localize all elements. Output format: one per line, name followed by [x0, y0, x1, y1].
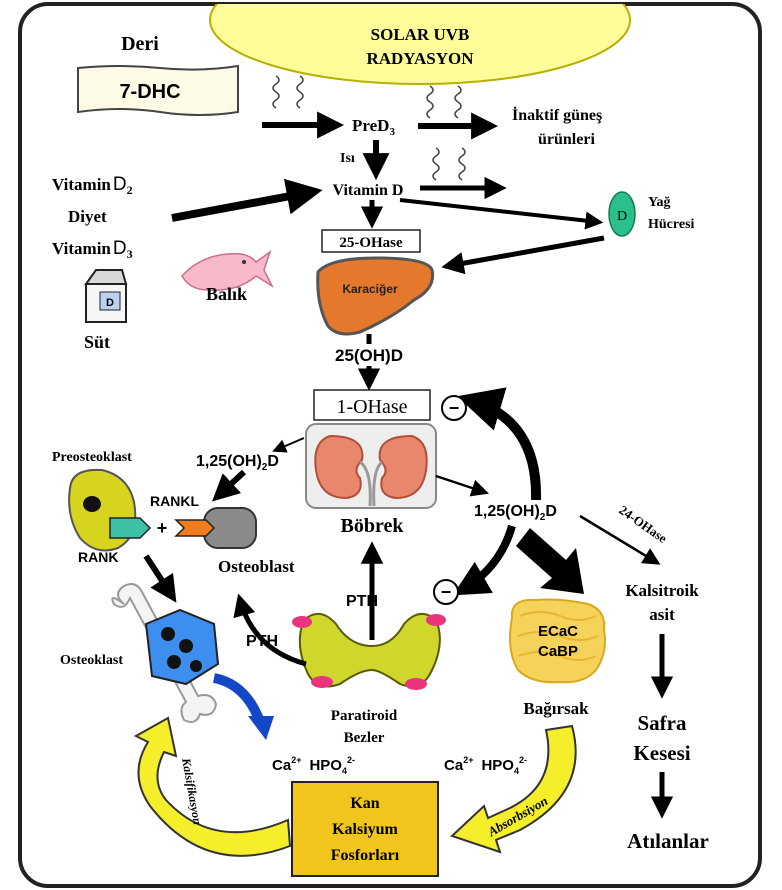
- inactive-products-line2: ürünleri: [538, 131, 595, 148]
- diet-label: Diyet: [68, 207, 107, 226]
- milk-carton-icon: D: [86, 270, 126, 322]
- intestine-icon: [510, 600, 605, 683]
- excreted-label: Atılanlar: [627, 829, 709, 853]
- sun-label-line2: RADYASYON: [366, 49, 474, 68]
- blood-label-line3: Fosforları: [331, 847, 400, 864]
- intestine-label: Bağırsak: [523, 699, 589, 718]
- intestine-protein-line2: CaBP: [538, 643, 578, 660]
- gall-bladder-line1: Safra: [638, 711, 687, 735]
- fat-cell-label-line2: Hücresi: [648, 217, 695, 232]
- inactive-products-line1: İnaktif güneş: [512, 105, 602, 124]
- heat-label: Isı: [340, 151, 355, 166]
- kidney-icon: [306, 424, 436, 508]
- intestine-protein-line1: ECaC: [538, 623, 578, 640]
- skin-compound-7dhc: 7-DHC: [119, 81, 180, 103]
- preosteoclast-label: Preosteoklast: [52, 450, 132, 465]
- fat-cell-label-line1: Yağ: [648, 195, 671, 210]
- milk-label: Süt: [84, 332, 110, 352]
- osteoblast-label: Osteoblast: [218, 557, 295, 576]
- fish-label: Balık: [206, 284, 247, 304]
- sun-label-line1: SOLAR UVB: [371, 25, 470, 44]
- calcitroic-acid-line2: asit: [649, 605, 675, 624]
- skin-title: Deri: [121, 33, 159, 55]
- rank-label: RANK: [78, 549, 118, 565]
- fat-cell-letter: D: [617, 209, 627, 224]
- pth-left-label: PTH: [246, 633, 278, 650]
- osteoclast-nucleus-2: [179, 639, 193, 653]
- svg-text:D: D: [106, 297, 114, 309]
- ohd25-label: 25(OH)D: [335, 346, 403, 365]
- vitamin-d-label: Vitamin D: [333, 182, 404, 199]
- inhibit-symbol-parathyroid: −: [441, 582, 452, 602]
- osteoclast-label: Osteoklast: [60, 653, 123, 668]
- blood-label-line2: Kalsiyum: [332, 821, 398, 838]
- rankl-label: RANKL: [150, 493, 199, 509]
- osteoclast-nucleus-1: [161, 627, 175, 641]
- pth-up-label: PTH: [346, 593, 378, 610]
- pred3-label: PreD3: [352, 116, 395, 138]
- kidney-label: Böbrek: [341, 515, 405, 537]
- inhibit-symbol-ohase: −: [449, 398, 460, 418]
- gall-bladder-line2: Kesesi: [633, 741, 690, 765]
- ohase25-label: 25-OHase: [339, 235, 403, 251]
- blood-label-line1: Kan: [350, 795, 379, 812]
- rank-receptor-shape: [110, 518, 150, 538]
- plus-sign: +: [157, 518, 168, 538]
- preosteoclast-nucleus: [83, 496, 101, 512]
- calcitroic-acid-line1: Kalsitroik: [625, 581, 699, 600]
- osteoclast-nucleus-4: [190, 660, 202, 672]
- ohase1-label: 1-OHase: [336, 396, 407, 418]
- parathyroid-label-line2: Bezler: [344, 730, 385, 746]
- liver-label: Karaciğer: [342, 282, 398, 296]
- parathyroid-label-line1: Paratiroid: [331, 708, 398, 724]
- osteoclast-nucleus-3: [167, 655, 181, 669]
